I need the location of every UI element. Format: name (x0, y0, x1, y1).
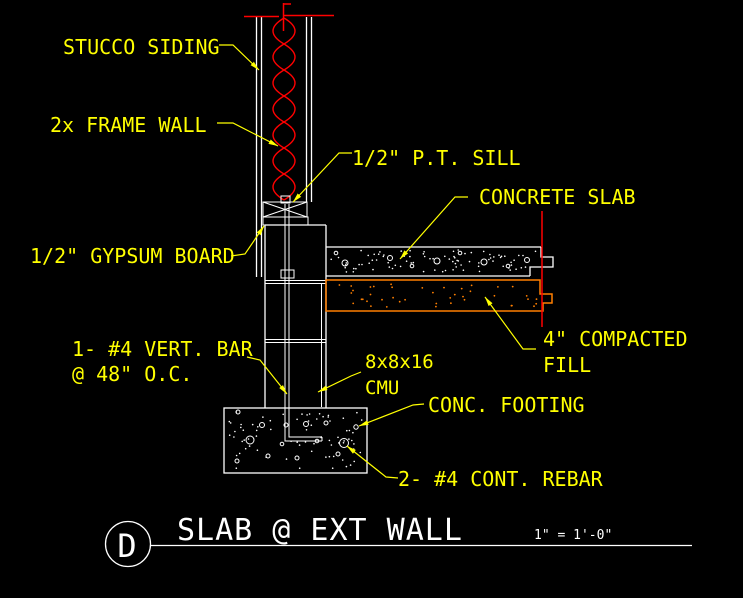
leaders (217, 44, 536, 479)
concrete-slab-label: CONCRETE SLAB (479, 185, 636, 209)
footing-section (223, 407, 368, 474)
stucco-siding-label: STUCCO SIDING (63, 35, 220, 59)
detail-letter: D (117, 527, 136, 565)
pt-sill-leader (292, 152, 352, 203)
compacted-fill-section (325, 279, 553, 312)
rebar-l-bar (284, 204, 323, 442)
annotations: STUCCO SIDING 2x FRAME WALL 1/2" P.T. SI… (30, 35, 688, 491)
cmu-outline (264, 224, 327, 408)
slab-outline (326, 246, 541, 277)
compacted-fill-leader (484, 296, 536, 350)
stucco-siding-leader (219, 44, 260, 71)
vert-bar-label-line1: 1- #4 VERT. BAR (72, 337, 254, 361)
frame-wall-leader (217, 122, 279, 147)
vert-bar-leader (246, 356, 288, 395)
cmu-wall (264, 224, 327, 408)
concrete-slab-leader (399, 196, 468, 260)
cmu-label-line1: 8x8x16 (365, 351, 434, 373)
vertical-rebar (284, 204, 323, 442)
vert-bar-label-line2: @ 48" O.C. (72, 362, 192, 386)
gypsum-board-label: 1/2" GYPSUM BOARD (30, 244, 235, 268)
conc-footing-label: CONC. FOOTING (428, 393, 585, 417)
slab-break-jog (529, 247, 554, 276)
frame-wall-section (244, 3, 334, 277)
gypsum-board-leader (230, 225, 265, 257)
fill-outline (325, 279, 553, 312)
frame-wall-label: 2x FRAME WALL (50, 113, 207, 137)
detail-bubble-circle (104, 520, 152, 568)
cont-rebar-label: 2- #4 CONT. REBAR (398, 467, 604, 491)
wall-break-line (244, 3, 334, 31)
cmu-label-line2: CMU (365, 377, 399, 399)
pt-sill-label: 1/2" P.T. SILL (352, 146, 521, 170)
conc-footing-leader (358, 403, 425, 427)
cmu-leader (317, 371, 362, 393)
cont-rebar-leader (346, 445, 399, 479)
detail-scale: 1" = 1'-0" (534, 528, 612, 543)
anchor-bolt-nut (280, 269, 295, 279)
fill-hatch-dots (338, 283, 538, 308)
compacted-fill-label-line2: FILL (543, 353, 591, 377)
footing-outline (223, 407, 368, 474)
anchor-bolt-head (280, 195, 291, 204)
compacted-fill-label-line1: 4" COMPACTED (543, 327, 688, 351)
gypsum-board-lines (305, 17, 313, 202)
footing-concrete-stipple (228, 409, 363, 470)
batt-insulation-hatch (272, 17, 296, 201)
cmu-joint-lines (265, 280, 326, 343)
detail-title: SLAB @ EXT WALL (177, 513, 463, 548)
title-block: D SLAB @ EXT WALL 1" = 1'-0" (104, 513, 692, 568)
